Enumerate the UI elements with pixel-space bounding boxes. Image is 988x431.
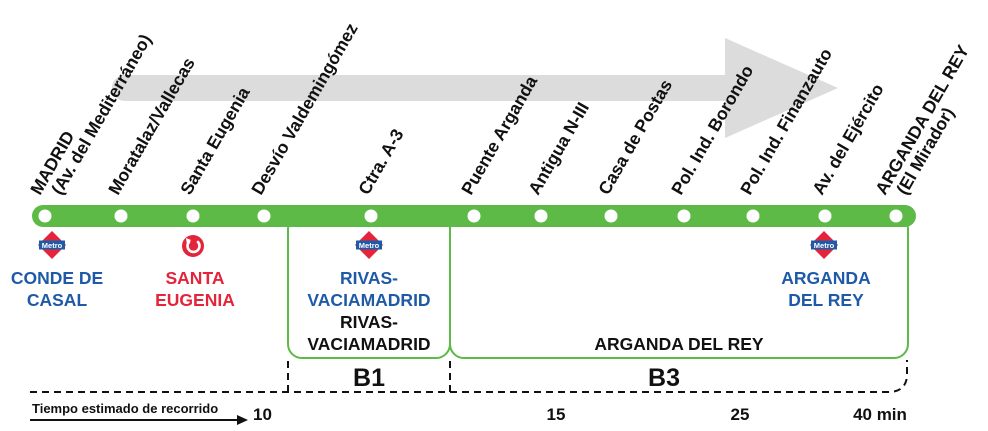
direction-arrow <box>112 38 838 138</box>
conn-santa-eugenia-2: EUGENIA <box>155 290 235 310</box>
stop-dots <box>38 209 903 223</box>
stop-dot <box>38 209 52 223</box>
stop-dot <box>677 209 691 223</box>
stop-dot <box>818 209 832 223</box>
conn-conde-casal-1: CONDE DE <box>11 268 103 288</box>
conn-conde-casal-2: CASAL <box>27 290 88 310</box>
fare-zone-dashed-line <box>30 360 908 393</box>
travel-time-arrow-head <box>237 415 248 425</box>
fare-zone-b3: B3 <box>648 364 680 392</box>
zone-arganda: ARGANDA DEL REY <box>594 334 764 354</box>
stop-dot <box>364 209 378 223</box>
metro-badge-text: Metro <box>42 241 63 250</box>
conn-santa-eugenia-1: SANTA <box>166 268 225 288</box>
travel-time-15: 15 <box>547 405 566 424</box>
stop-dot <box>746 209 760 223</box>
stop-dot <box>114 209 128 223</box>
travel-time-25: 25 <box>731 405 750 424</box>
metro-badge-text: Metro <box>359 241 380 250</box>
metro-badge-text: Metro <box>814 241 835 250</box>
conn-arganda-metro-1: ARGANDA <box>781 268 871 288</box>
zone-rivas-1: RIVAS- <box>340 312 398 332</box>
conn-rivas-metro-1: RIVAS- <box>340 268 398 288</box>
connection-labels: CONDE DE CASAL SANTA EUGENIA RIVAS- VACI… <box>11 268 871 310</box>
conn-arganda-metro-2: DEL REY <box>788 290 864 310</box>
travel-time-10: 10 <box>253 405 272 424</box>
stop-dot <box>467 209 481 223</box>
stop-label-antigua-n3: Antigua N-III <box>524 99 593 198</box>
metro-icon: Metro <box>38 231 66 259</box>
fare-zone-labels: B1 B3 <box>353 364 680 392</box>
cercanias-icon <box>182 235 204 257</box>
metro-icon: Metro <box>810 231 838 259</box>
stop-label-madrid-sub: (Av. del Mediterráneo) <box>47 31 155 198</box>
zone-labels: RIVAS- VACIAMADRID ARGANDA DEL REY <box>307 312 763 354</box>
stop-label-valdemingomez: Desvío Valdemingómez <box>247 19 362 198</box>
travel-time-40: 40 min <box>853 405 907 424</box>
metro-icon: Metro <box>355 231 383 259</box>
zone-rivas-2: VACIAMADRID <box>307 334 430 354</box>
stop-label-ctra-a3: Ctra. A-3 <box>354 125 408 198</box>
stop-dot <box>604 209 618 223</box>
fare-zone-b1: B1 <box>353 364 385 392</box>
conn-rivas-metro-2: VACIAMADRID <box>307 290 430 310</box>
stop-dot <box>257 209 271 223</box>
stop-dot <box>186 209 200 223</box>
travel-time: Tiempo estimado de recorrido 10 15 25 40… <box>30 401 907 425</box>
travel-time-label: Tiempo estimado de recorrido <box>32 401 218 416</box>
stop-dot <box>889 209 903 223</box>
stop-dot <box>534 209 548 223</box>
stop-labels: MADRID (Av. del Mediterráneo) Moratalaz/… <box>26 19 973 198</box>
